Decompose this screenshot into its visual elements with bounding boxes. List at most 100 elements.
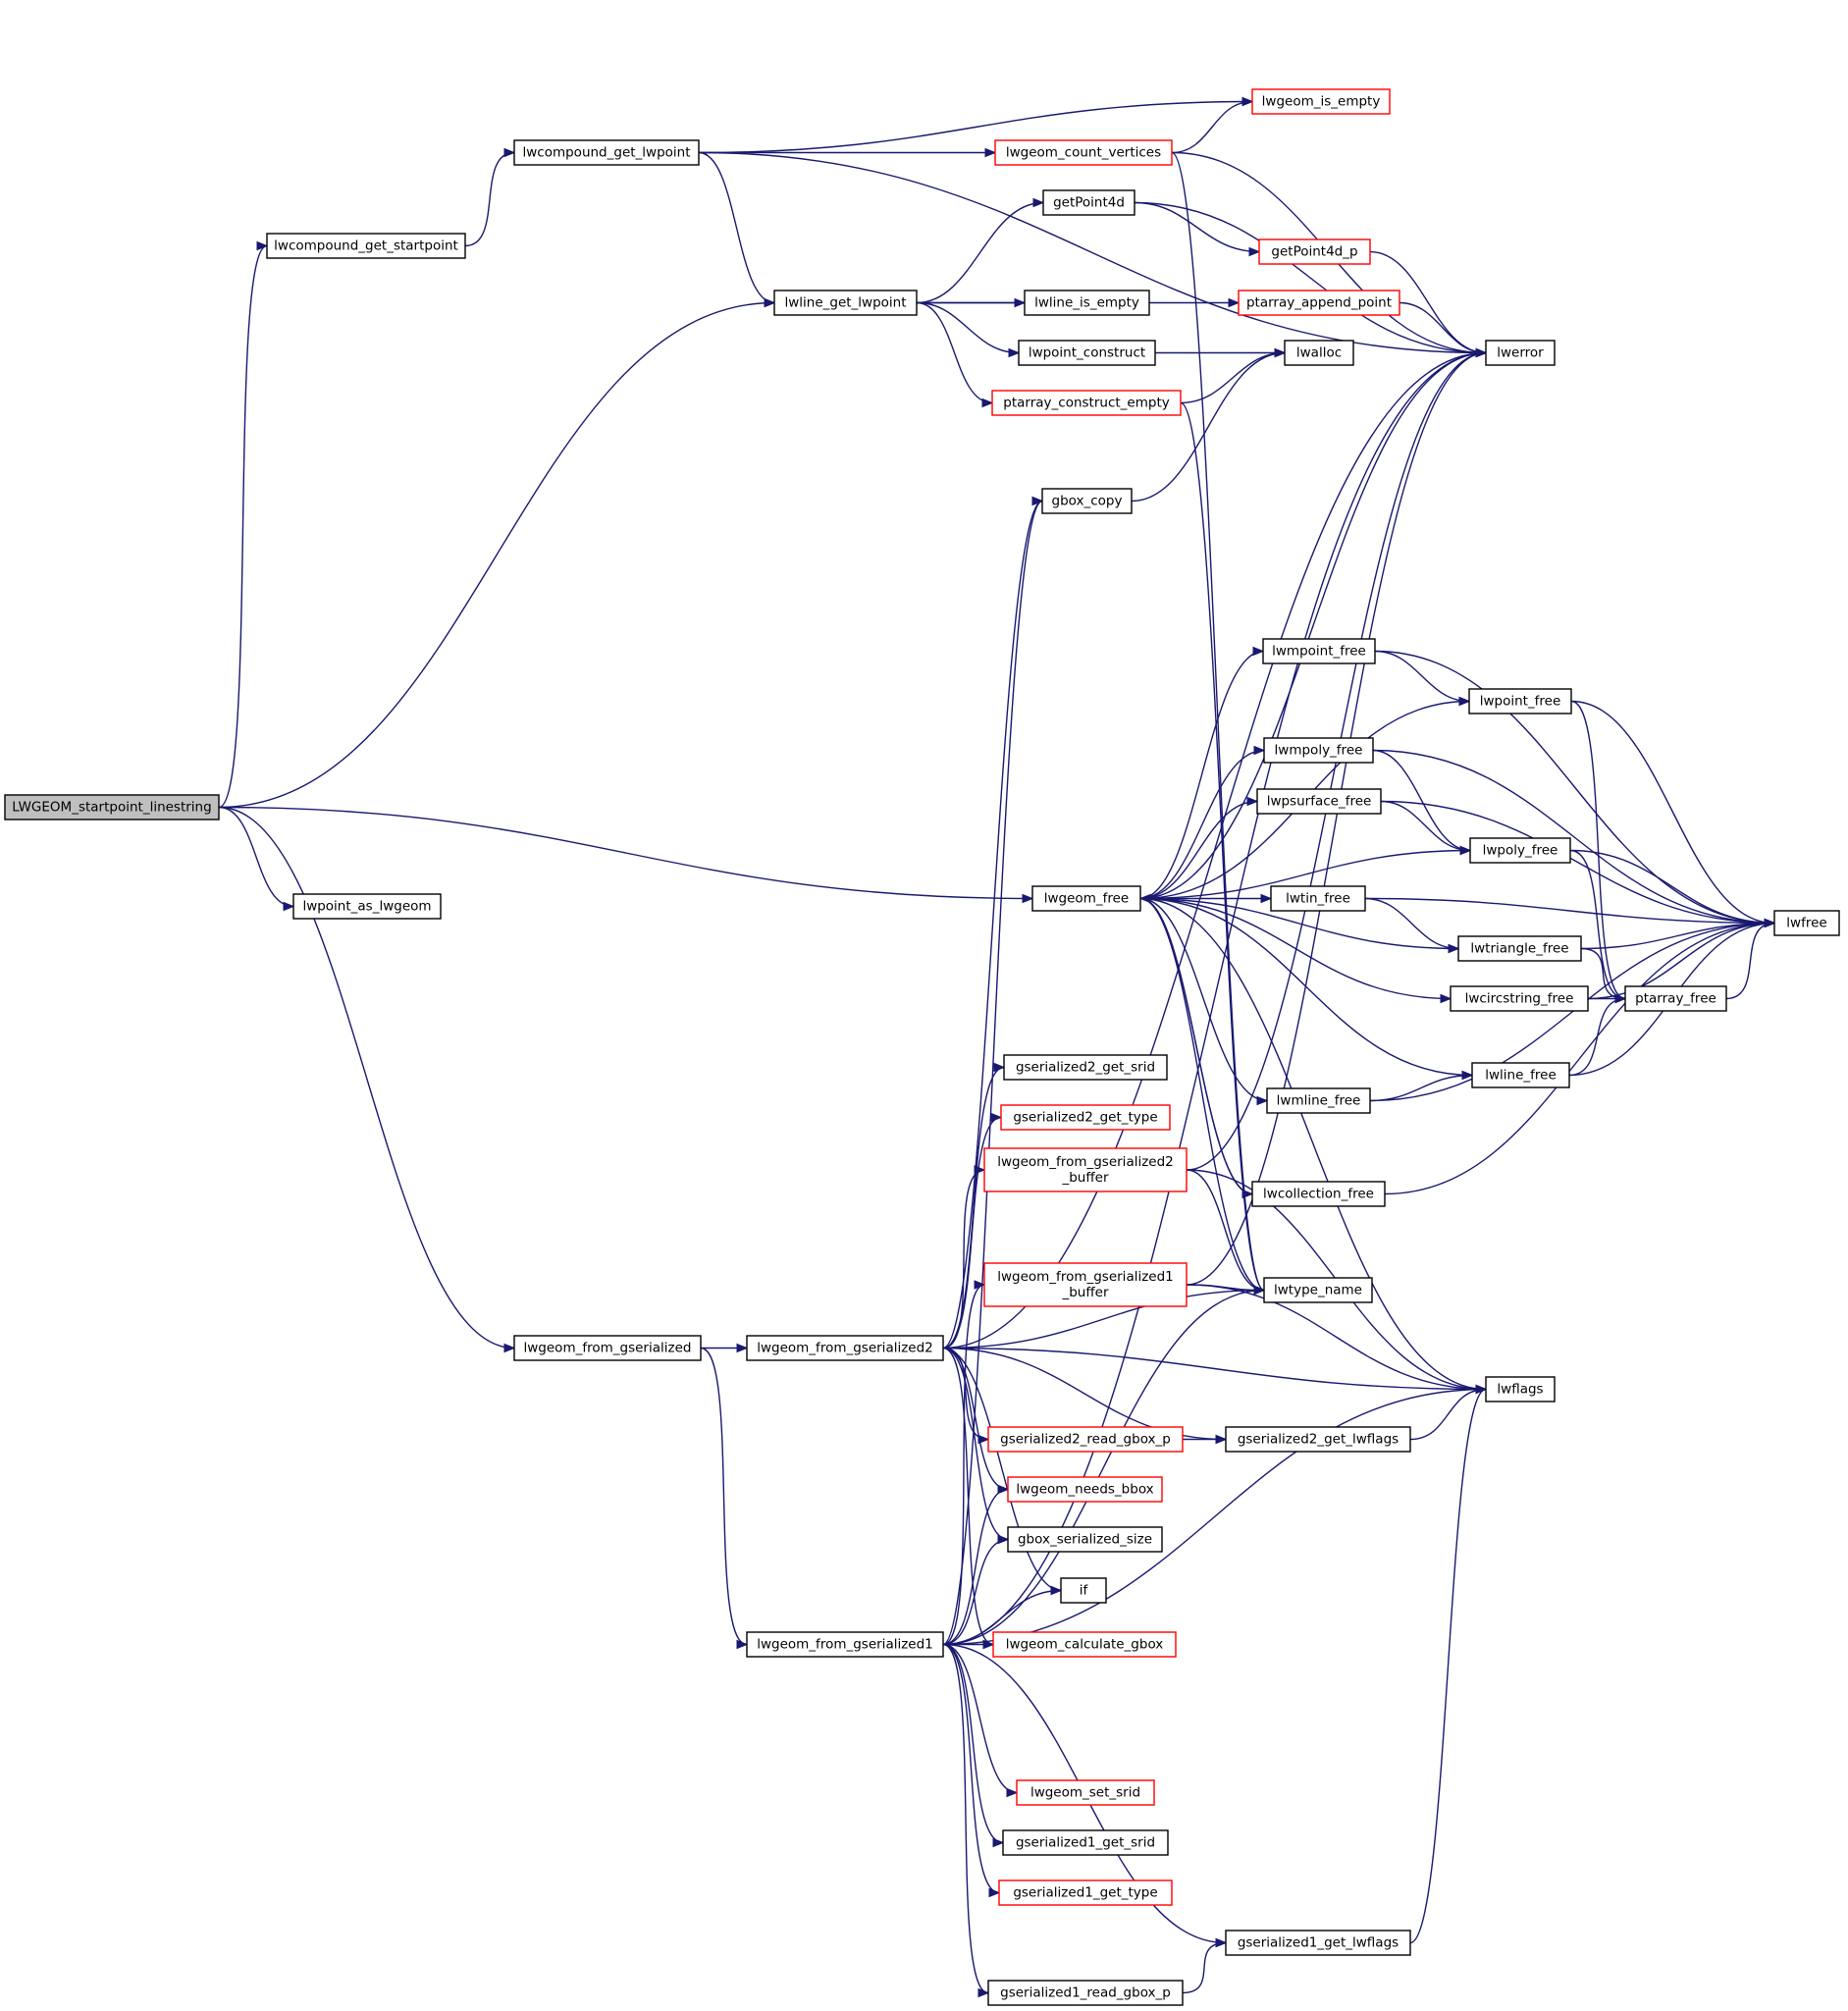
node-ptarray-append-point[interactable]: ptarray_append_point (1238, 290, 1400, 316)
node-box (1225, 1930, 1411, 1956)
call-edge-lwpoint_free-to-ptarray_free (1570, 700, 1626, 1000)
node-lwline-is-empty[interactable]: lwline_is_empty (1024, 290, 1150, 316)
node-box (1263, 737, 1374, 764)
call-edge-lwgeom_from_gserialized1-to-gserialized1_get_type (942, 1643, 1000, 1894)
node-lwflags[interactable]: lwflags (1485, 1376, 1556, 1402)
node-label: lwgeom_from_gserialized2 (757, 1341, 933, 1356)
arrowhead-getPoint4d (1032, 197, 1045, 208)
node-gserialized2-get-lwflags[interactable]: gserialized2_get_lwflags (1225, 1426, 1411, 1453)
node-gserialized2-get-srid[interactable]: gserialized2_get_srid (1003, 1054, 1168, 1081)
node-gserialized1-get-srid[interactable]: gserialized1_get_srid (1002, 1829, 1169, 1856)
node-lwgeom-count-vertices[interactable]: lwgeom_count_vertices (994, 139, 1173, 166)
call-edge-root-to-lwgeom_from_gserialized (218, 806, 515, 1349)
node-box (1003, 1054, 1168, 1081)
call-edge-lwgeom_free-to-lwmpoint_free (1139, 650, 1264, 900)
node-label: gbox_serialized_size (1018, 1532, 1152, 1548)
arrowhead-gserialized1_get_lwflags (1215, 1937, 1228, 1948)
call-edge-lwgeom_from_gserialized-to-lwgeom_from_gserialized1 (700, 1347, 748, 1646)
node-lwerror[interactable]: lwerror (1485, 340, 1556, 366)
node-label: lwmpoly_free (1275, 743, 1363, 759)
node-lwtin-free[interactable]: lwtin_free (1270, 885, 1366, 912)
node-lwcompound-get-lwpoint[interactable]: lwcompound_get_lwpoint (513, 139, 700, 166)
node-lwpoint-as-lwgeom[interactable]: lwpoint_as_lwgeom (292, 893, 442, 920)
node-lwline-get-lwpoint[interactable]: lwline_get_lwpoint (773, 290, 918, 316)
arrowhead-lwgeom_from_gserialized1_buffer (974, 1280, 986, 1290)
node-box (4, 794, 220, 820)
node-lwline-free[interactable]: lwline_free (1471, 1062, 1570, 1088)
node-label: lwfree (1786, 916, 1826, 931)
node-ptarray-construct-empty[interactable]: ptarray_construct_empty (991, 390, 1182, 416)
node-lwpoint-free[interactable]: lwpoint_free (1468, 688, 1572, 714)
node-label: lwline_is_empty (1034, 295, 1139, 311)
node-box (1485, 340, 1556, 366)
node-lwgeom-from-gserialized1[interactable]: lwgeom_from_gserialized1 (746, 1631, 944, 1658)
node-lwmpoint-free[interactable]: lwmpoint_free (1262, 638, 1376, 664)
node-box (1060, 1577, 1107, 1604)
node-box (513, 1335, 702, 1361)
node-gserialized2-read-gbox-p[interactable]: gserialized2_read_gbox_p (987, 1426, 1184, 1453)
node-gserialized1-read-gbox-p[interactable]: gserialized1_read_gbox_p (987, 1980, 1184, 2006)
call-edge-lwgeom_from_gserialized2-to-gbox_copy (942, 500, 1043, 1349)
call-edge-lwpoint_free-to-lwfree (1570, 700, 1775, 925)
node-gserialized1-get-lwflags[interactable]: gserialized1_get_lwflags (1225, 1930, 1411, 1956)
node-box (983, 1147, 1188, 1192)
call-edge-lwcollection_free-to-lwfree (1384, 922, 1775, 1195)
node-if[interactable]: if (1060, 1577, 1107, 1604)
node-lwmpoly-free[interactable]: lwmpoly_free (1263, 737, 1374, 764)
node-lwgeom-from-gserialized2-buffer[interactable]: lwgeom_from_gserialized2_buffer (983, 1147, 1188, 1192)
arrowhead-lwline_get_lwpoint (764, 297, 776, 308)
node-lwpoint-construct[interactable]: lwpoint_construct (1018, 340, 1156, 366)
arrowhead-lwgeom_needs_bbox (997, 1484, 1010, 1495)
call-edge-lwgeom_free-to-lwmline_free (1139, 897, 1268, 1102)
node-lwgeom-from-gserialized[interactable]: lwgeom_from_gserialized (513, 1335, 702, 1361)
node-lwtriangle-free[interactable]: lwtriangle_free (1457, 935, 1582, 962)
node-lwcompound-get-startpoint[interactable]: lwcompound_get_startpoint (266, 233, 466, 259)
node-getPoint4d[interactable]: getPoint4d (1042, 189, 1135, 216)
node-lwgeom-needs-bbox[interactable]: lwgeom_needs_bbox (1007, 1476, 1163, 1503)
call-edge-lwpoly_free-to-lwfree (1569, 849, 1775, 925)
node-box (1450, 985, 1589, 1012)
arrowhead-ptarray_free (1614, 993, 1627, 1004)
node-lwmline-free[interactable]: lwmline_free (1266, 1087, 1371, 1114)
node-label: lwcompound_get_startpoint (274, 238, 458, 254)
node-gserialized1-get-type[interactable]: gserialized1_get_type (998, 1879, 1173, 1906)
arrowhead-lwpsurface_free (1246, 796, 1259, 807)
node-gbox-serialized-size[interactable]: gbox_serialized_size (1007, 1526, 1163, 1553)
node-lwpoly-free[interactable]: lwpoly_free (1469, 837, 1571, 864)
call-edge-gserialized2_get_lwflags-to-lwflags (1409, 1388, 1487, 1441)
call-edge-root-to-lwcompound_get_startpoint (218, 244, 268, 809)
node-lwpsurface-free[interactable]: lwpsurface_free (1256, 788, 1382, 815)
node-label: LWGEOM_startpoint_linestring (12, 800, 211, 816)
call-edge-root-to-lwgeom_free (218, 806, 1033, 900)
node-box (1773, 910, 1840, 936)
node-lwfree[interactable]: lwfree (1773, 910, 1840, 936)
node-lwgeom-free[interactable]: lwgeom_free (1031, 885, 1141, 912)
node-label: ptarray_append_point (1246, 295, 1392, 311)
arrowhead-gbox_copy (1031, 496, 1044, 506)
node-box (1256, 788, 1382, 815)
call-edge-root-to-lwpoint_as_lwgeom (218, 806, 294, 908)
node-lwcircstring-free[interactable]: lwcircstring_free (1450, 985, 1589, 1012)
node-ptarray-free[interactable]: ptarray_free (1624, 985, 1727, 1012)
node-label: lwalloc (1296, 345, 1342, 361)
call-edge-ptarray_free-to-lwfree (1725, 922, 1775, 1000)
node-lwtype-name[interactable]: lwtype_name (1263, 1277, 1373, 1303)
node-gbox-copy[interactable]: gbox_copy (1041, 488, 1133, 514)
node-lwgeom-calculate-gbox[interactable]: lwgeom_calculate_gbox (992, 1631, 1177, 1658)
node-box (266, 233, 466, 259)
node-label: gserialized1_read_gbox_p (1000, 1985, 1171, 2001)
node-lwgeom-is-empty[interactable]: lwgeom_is_empty (1251, 88, 1391, 115)
node-lwcollection-free[interactable]: lwcollection_free (1251, 1181, 1386, 1207)
node-label: lwgeom_set_srid (1030, 1785, 1140, 1801)
node-lwgeom-from-gserialized2[interactable]: lwgeom_from_gserialized2 (746, 1335, 944, 1361)
node-box (1485, 1376, 1556, 1402)
node-lwgeom-set-srid[interactable]: lwgeom_set_srid (1016, 1779, 1155, 1806)
node-label: lwgeom_count_vertices (1006, 145, 1161, 161)
node-getPoint4d-p[interactable]: getPoint4d_p (1258, 238, 1371, 265)
node-lwgeom-from-gserialized1-buffer[interactable]: lwgeom_from_gserialized1_buffer (983, 1262, 1188, 1307)
call-edge-lwgeom_free-to-lwcircstring_free (1139, 897, 1452, 1000)
node-root[interactable]: LWGEOM_startpoint_linestring (4, 794, 220, 820)
arrowhead-gbox_serialized_size (997, 1534, 1010, 1545)
node-lwalloc[interactable]: lwalloc (1284, 340, 1354, 366)
node-gserialized2-get-type[interactable]: gserialized2_get_type (1000, 1104, 1171, 1131)
